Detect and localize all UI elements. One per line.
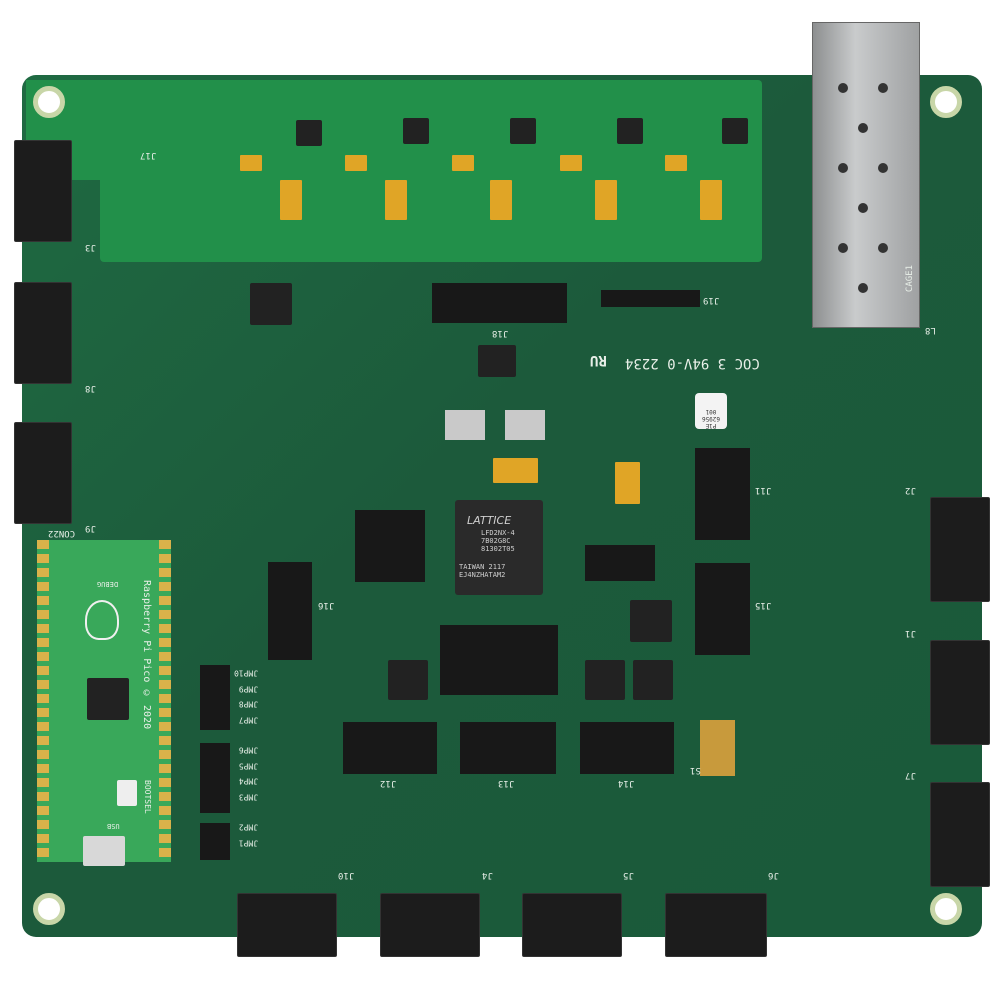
ic-chip — [630, 600, 672, 642]
jmp-label: JMP10 — [234, 668, 259, 678]
ic-chip — [633, 660, 673, 700]
debug-label: DEBUG — [97, 580, 119, 588]
mounting-hole — [33, 86, 65, 118]
sticker-line: P1E — [705, 422, 717, 429]
j15-label: J15 — [755, 600, 772, 610]
jmp-label: JMP7 — [238, 715, 259, 724]
fpga-code: 81302T05 — [481, 545, 515, 553]
fpga-chip: LATTICE LFD2NX-4 7B02G8C 81302T05 TAIWAN… — [455, 500, 543, 595]
ic-chip — [585, 660, 625, 700]
jmp-label: JMP1 — [238, 838, 259, 847]
connector-j3[interactable] — [14, 140, 72, 242]
header-j18[interactable] — [432, 283, 567, 323]
fpga-brand: LATTICE — [467, 514, 512, 527]
jumper-block[interactable] — [200, 743, 230, 813]
j4-label: J4 — [482, 870, 493, 880]
mounting-hole — [930, 86, 962, 118]
connector-j4[interactable] — [380, 893, 480, 957]
cage-label: CAGE1 — [905, 265, 915, 293]
j19-label: J19 — [703, 295, 720, 305]
bootsel-button[interactable] — [117, 780, 137, 806]
jumper-labels: JMP10 JMP9 JMP8 JMP7 JMP6 JMP5 JMP4 JMP3… — [234, 665, 258, 850]
jumper-block[interactable] — [200, 823, 230, 860]
capacitor — [493, 458, 538, 483]
ul-logo: RU — [590, 352, 607, 368]
pico-year: © 2020 — [141, 688, 152, 730]
jmp-label: JMP8 — [238, 699, 259, 709]
connector-j8[interactable] — [14, 282, 72, 384]
j13-label: J13 — [498, 778, 515, 788]
raspberry-pi-pico: DEBUG Raspberry Pi Pico © 2020 BOOTSEL U… — [37, 540, 171, 866]
connector-j6[interactable] — [665, 893, 767, 957]
micro-usb-port[interactable] — [83, 836, 125, 866]
ic-chip — [388, 660, 428, 700]
connector-j10[interactable] — [237, 893, 337, 957]
jmp-label: JMP6 — [238, 745, 259, 755]
j11-label: J11 — [755, 485, 772, 495]
oscillator — [505, 410, 545, 440]
jmp-label: JMP9 — [238, 684, 259, 693]
sticker-line: 62956 — [701, 415, 721, 422]
ic-chip — [250, 283, 292, 325]
connector-j5[interactable] — [522, 893, 622, 957]
connector-j9[interactable] — [14, 422, 72, 524]
header-j19[interactable] — [601, 290, 700, 307]
oscillator — [445, 410, 485, 440]
jmp-label: JMP2 — [238, 822, 259, 832]
j16-label: J16 — [318, 600, 335, 610]
serial-sticker: P1E 62956 001 — [695, 393, 727, 429]
j3-label: J3 — [85, 242, 96, 252]
header-j11[interactable] — [695, 448, 750, 540]
jmp-label: JMP4 — [238, 776, 259, 786]
j7-label: J7 — [905, 770, 916, 780]
j9-label: J9 — [85, 523, 96, 533]
raspberry-logo — [85, 600, 119, 640]
j14-label: J14 — [618, 778, 635, 788]
mounting-hole — [33, 893, 65, 925]
fpga-lot: EJ4NZHATAM2 — [459, 571, 506, 579]
dip-switch[interactable] — [700, 720, 735, 776]
j6-label: J6 — [768, 870, 779, 880]
j5-label: J5 — [623, 870, 634, 880]
jumper-block[interactable] — [200, 665, 230, 730]
capacitor — [615, 462, 640, 504]
fpga-code: 7B02G8C — [481, 537, 511, 545]
con22-label: CON22 — [48, 528, 76, 538]
jmp-label: JMP3 — [238, 792, 259, 801]
mounting-hole — [930, 893, 962, 925]
pico-name: Raspberry Pi Pico — [141, 580, 152, 683]
header-j16[interactable] — [268, 562, 312, 660]
fpga-origin: TAIWAN 2117 — [459, 563, 506, 571]
j10-label: J10 — [338, 870, 355, 880]
header-j14[interactable] — [580, 722, 674, 774]
board-marking: COC 3 94V-0 2234 — [625, 355, 760, 371]
jumper-grid[interactable] — [440, 625, 558, 695]
usb-label: USB — [107, 822, 120, 830]
switch-label: S1 — [690, 765, 701, 775]
j8-label: J8 — [85, 383, 96, 393]
connector-j1[interactable] — [930, 640, 990, 745]
jumper-grid[interactable] — [355, 510, 425, 582]
rp2040-chip — [87, 678, 129, 720]
power-section — [100, 80, 762, 262]
header-j13[interactable] — [460, 722, 556, 774]
sticker-line: 001 — [705, 408, 717, 415]
j2-label: J2 — [905, 485, 916, 495]
jumper-grid[interactable] — [585, 545, 655, 581]
inductor-label: L8 — [925, 325, 936, 335]
ic-chip — [478, 345, 516, 377]
connector-j2[interactable] — [930, 497, 990, 602]
bootsel-label: BOOTSEL — [143, 780, 152, 814]
jmp-label: JMP5 — [238, 761, 259, 770]
header-j15[interactable] — [695, 563, 750, 655]
fpga-part: LFD2NX-4 — [481, 529, 515, 537]
connector-j7[interactable] — [930, 782, 990, 887]
sfp-cage[interactable] — [812, 22, 920, 328]
header-j12[interactable] — [343, 722, 437, 774]
j12-label: J12 — [380, 778, 397, 788]
j17-label: J17 — [140, 150, 157, 160]
j18-label: J18 — [492, 328, 509, 338]
j1-label: J1 — [905, 628, 916, 638]
